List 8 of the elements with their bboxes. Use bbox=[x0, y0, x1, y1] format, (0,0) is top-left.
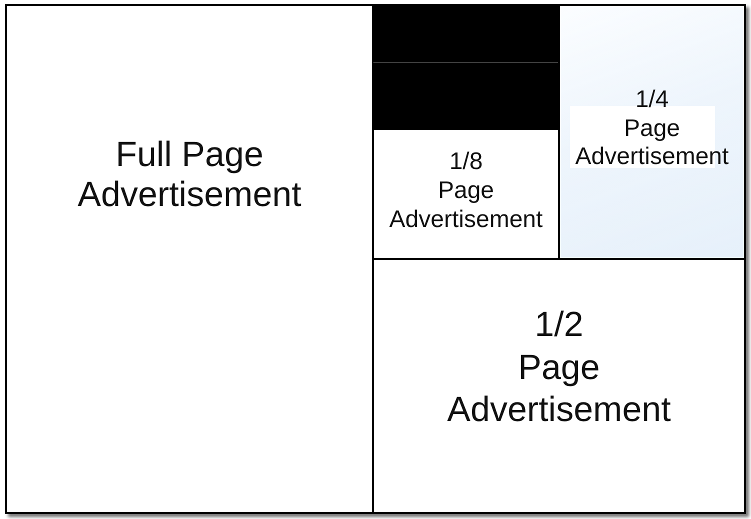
ad-space-box bbox=[372, 258, 746, 514]
blocked-box bbox=[372, 62, 560, 130]
ad-space-box bbox=[5, 4, 374, 514]
ad-space-box bbox=[558, 4, 746, 260]
blocked-box bbox=[372, 4, 560, 64]
ad-size-label: 1/8 Page Advertisement bbox=[388, 147, 544, 234]
ad-size-label: 1/2 Page Advertisement bbox=[446, 304, 672, 431]
ad-size-label: Full Page Advertisement bbox=[76, 135, 302, 215]
